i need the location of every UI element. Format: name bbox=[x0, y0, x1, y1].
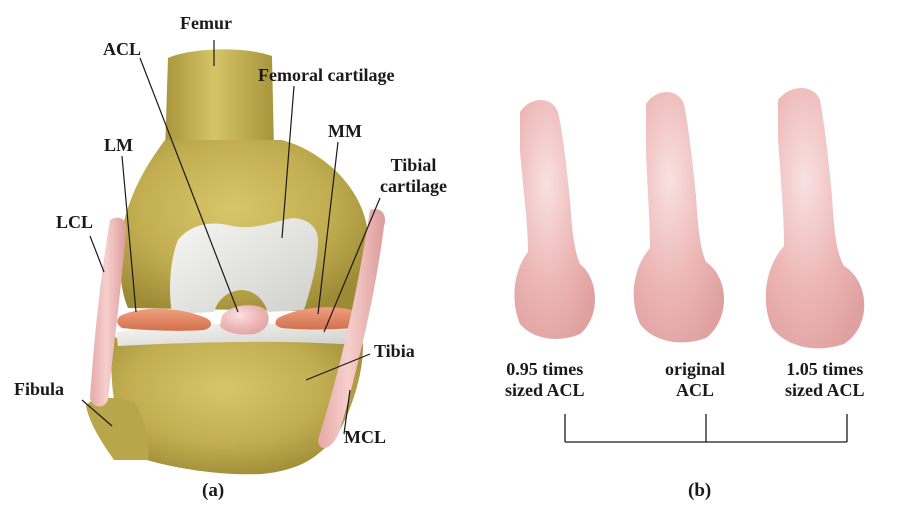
label-femoral-cartilage: Femoral cartilage bbox=[258, 66, 394, 84]
caption-a: (a) bbox=[202, 480, 224, 502]
label-mm: MM bbox=[328, 122, 362, 140]
acl-model-095 bbox=[514, 100, 595, 339]
label-tibial-cartilage: Tibial cartilage bbox=[380, 155, 447, 197]
label-acl-original: original ACL bbox=[665, 359, 725, 401]
label-acl-105-line2: sized ACL bbox=[785, 380, 865, 401]
acl-model-105 bbox=[766, 88, 865, 348]
label-acl: ACL bbox=[103, 40, 141, 58]
label-acl-095-line1: 0.95 times bbox=[505, 359, 585, 380]
label-mcl: MCL bbox=[344, 428, 386, 446]
label-acl-095: 0.95 times sized ACL bbox=[505, 359, 585, 401]
label-acl-105-line1: 1.05 times bbox=[785, 359, 865, 380]
comparison-bracket bbox=[565, 414, 847, 442]
knee-model bbox=[82, 40, 385, 474]
label-tibial-cartilage-line2: cartilage bbox=[380, 176, 447, 197]
label-tibial-cartilage-line1: Tibial bbox=[380, 155, 447, 176]
tibia bbox=[111, 332, 363, 475]
caption-b: (b) bbox=[688, 480, 711, 502]
label-lm: LM bbox=[104, 136, 133, 154]
label-fibula: Fibula bbox=[14, 380, 64, 398]
leader-lcl bbox=[90, 236, 104, 272]
label-tibia: Tibia bbox=[374, 342, 415, 360]
label-femur: Femur bbox=[180, 14, 232, 32]
label-acl-original-line2: ACL bbox=[665, 380, 725, 401]
label-acl-095-line2: sized ACL bbox=[505, 380, 585, 401]
acl-model-original bbox=[634, 92, 724, 342]
label-acl-original-line1: original bbox=[665, 359, 725, 380]
label-acl-105: 1.05 times sized ACL bbox=[785, 359, 865, 401]
label-lcl: LCL bbox=[56, 213, 93, 231]
